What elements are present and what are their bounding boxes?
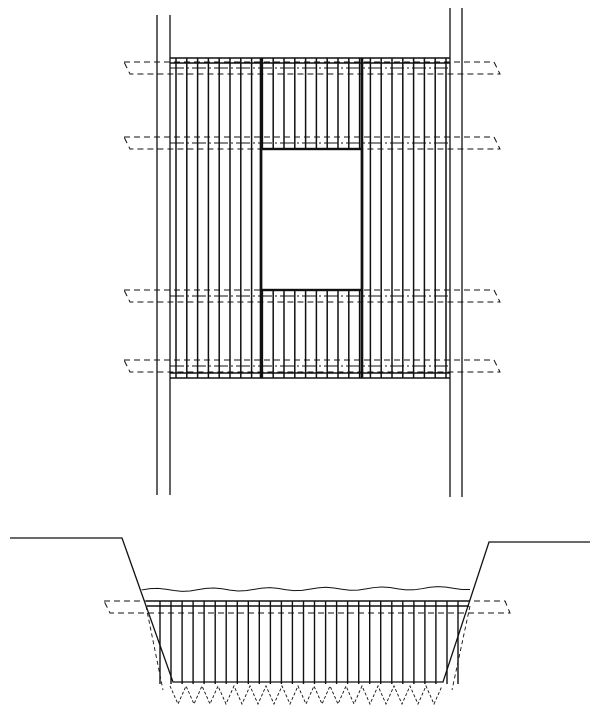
section-vertical-bars — [159, 601, 459, 684]
section-dashed-beam — [103, 600, 511, 614]
section-rails — [146, 600, 470, 607]
plan-beam — [123, 61, 501, 75]
section-view — [10, 537, 590, 706]
plan-dashed-beams — [123, 61, 501, 373]
right-wall — [449, 8, 463, 497]
plan-view — [123, 8, 501, 497]
central-opening — [259, 147, 364, 292]
plan-beam — [123, 359, 501, 373]
plan-beam — [123, 136, 501, 150]
zigzag-toe — [169, 684, 443, 706]
opening-uprights — [259, 58, 364, 378]
left-wall — [156, 15, 171, 495]
plan-beam — [123, 289, 501, 303]
water-surface — [141, 586, 471, 592]
section-toe-lines — [145, 605, 471, 691]
trench-profile — [10, 537, 590, 683]
